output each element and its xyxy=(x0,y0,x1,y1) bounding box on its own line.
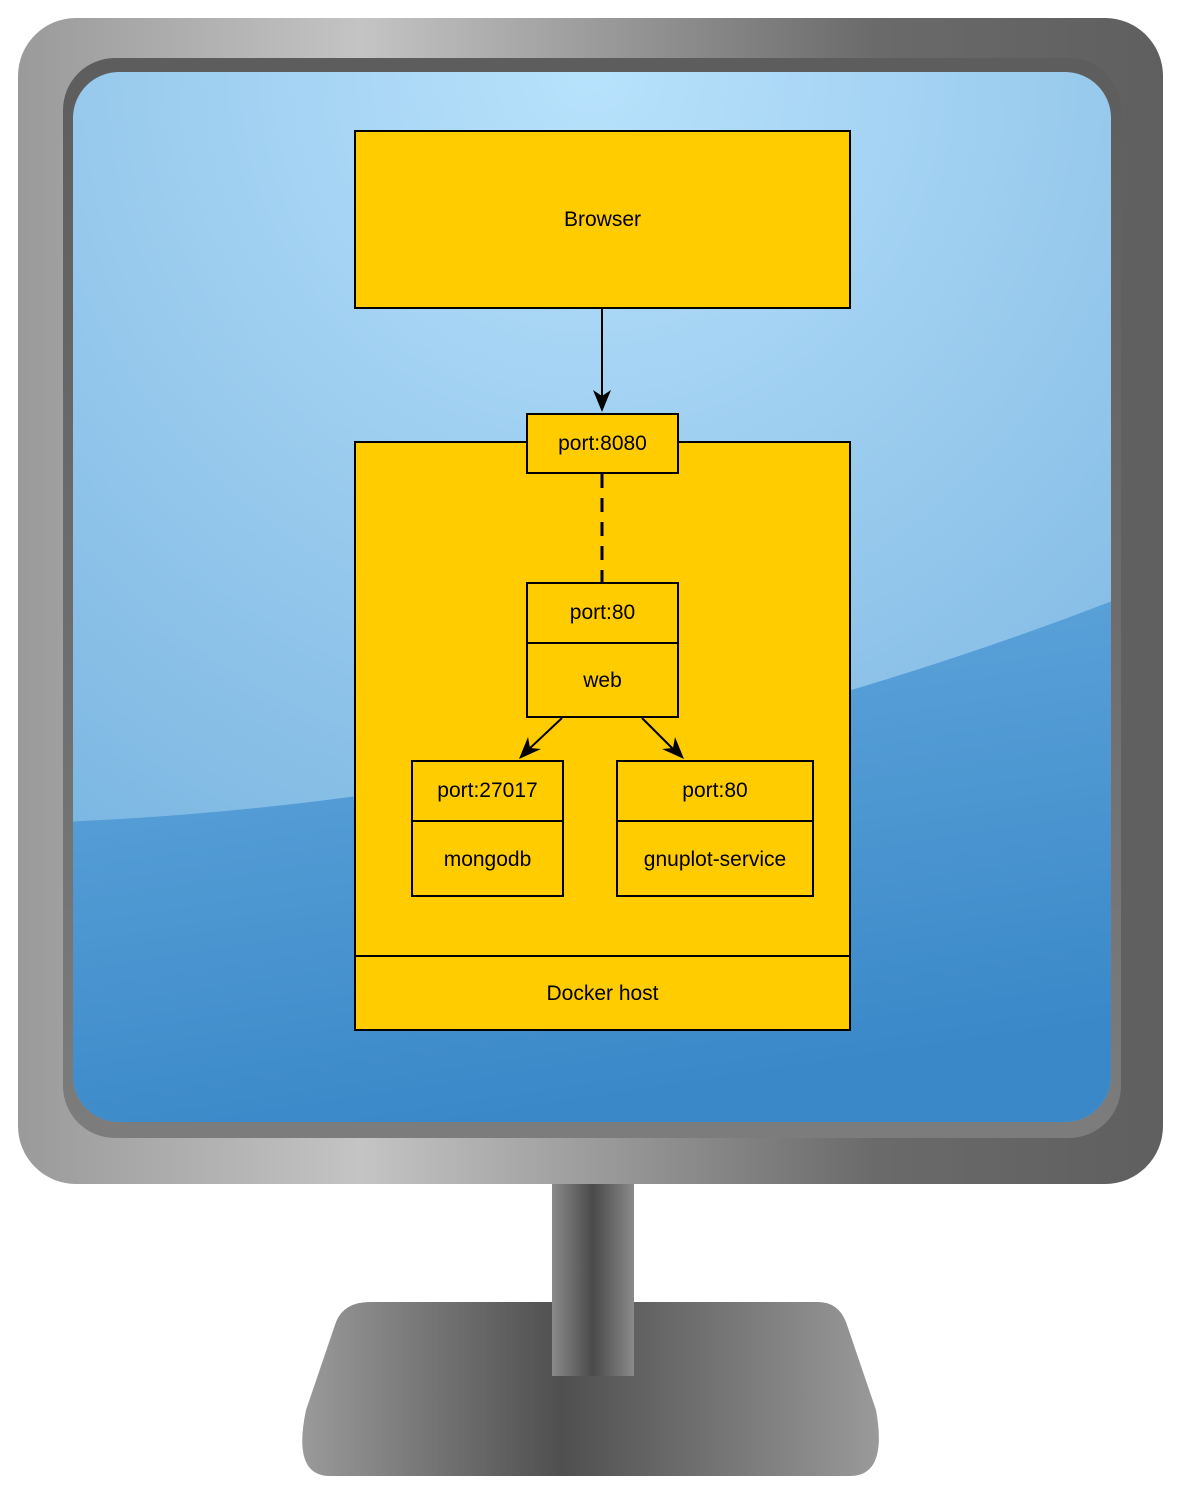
gnuplot-service-port-label: port:80 xyxy=(682,779,748,802)
browser-label: Browser xyxy=(563,207,642,231)
gnuplot-service-divider xyxy=(616,820,814,822)
host-port-label: port:8080 xyxy=(558,431,647,455)
mongodb-port-label: port:27017 xyxy=(437,779,538,802)
web-box xyxy=(526,582,679,718)
web-name-label: web xyxy=(583,669,622,692)
host-port-box xyxy=(526,413,679,474)
mongodb-divider xyxy=(411,820,564,822)
browser-box xyxy=(354,130,851,309)
docker-host-label: Docker host xyxy=(546,982,659,1005)
docker-host-box xyxy=(354,441,851,1031)
mongodb-name-label: mongodb xyxy=(443,847,532,871)
mongodb-box xyxy=(411,760,564,897)
web-port-label: port:80 xyxy=(569,601,636,624)
docker-host-divider xyxy=(354,955,851,957)
gnuplot-service-name-label: gnuplot-service xyxy=(643,847,787,871)
web-divider xyxy=(526,642,679,644)
gnuplot-service-box xyxy=(616,760,814,897)
